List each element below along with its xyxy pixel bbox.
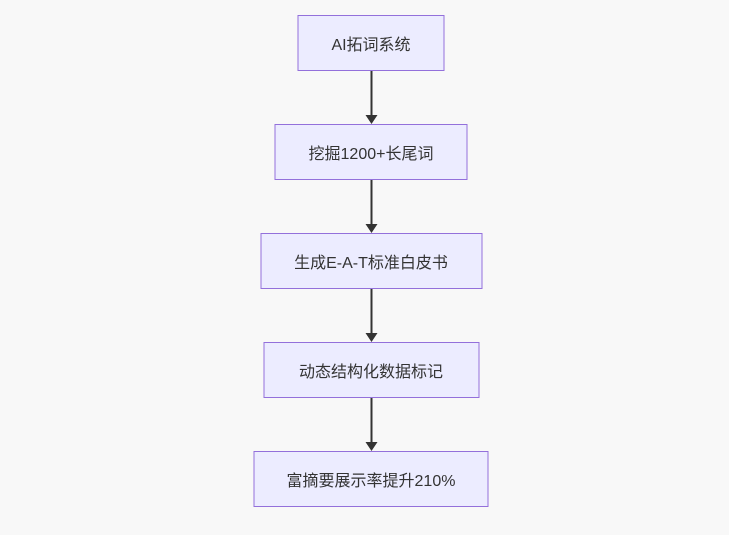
flow-node-label: 生成E-A-T标准白皮书 — [294, 255, 448, 272]
flow-node-label: 动态结构化数据标记 — [298, 364, 443, 381]
flow-node-structured-data-markup: 动态结构化数据标记 — [263, 342, 479, 398]
arrow-shaft — [370, 398, 372, 442]
flow-arrow-4 — [365, 398, 377, 451]
flow-node-label: 挖掘1200+长尾词 — [308, 146, 434, 163]
arrow-head-down-icon — [365, 333, 377, 342]
flow-arrow-1 — [365, 71, 377, 124]
flow-node-label: 富摘要展示率提升210% — [286, 473, 456, 490]
arrow-shaft — [370, 180, 372, 224]
arrow-shaft — [370, 71, 372, 115]
arrow-head-down-icon — [365, 115, 377, 124]
flow-node-ai-keyword-system: AI拓词系统 — [297, 15, 445, 71]
flow-node-eat-whitepaper: 生成E-A-T标准白皮书 — [260, 233, 482, 289]
flowchart: AI拓词系统 挖掘1200+长尾词 生成E-A-T标准白皮书 动态结构化数据标记 — [253, 15, 489, 507]
flow-node-rich-snippet-uplift: 富摘要展示率提升210% — [253, 451, 489, 507]
arrow-head-down-icon — [365, 224, 377, 233]
flow-node-longtail-mining: 挖掘1200+长尾词 — [274, 124, 468, 180]
arrow-head-down-icon — [365, 442, 377, 451]
flow-arrow-3 — [365, 289, 377, 342]
flow-arrow-2 — [365, 180, 377, 233]
arrow-shaft — [370, 289, 372, 333]
flow-node-label: AI拓词系统 — [331, 37, 411, 54]
